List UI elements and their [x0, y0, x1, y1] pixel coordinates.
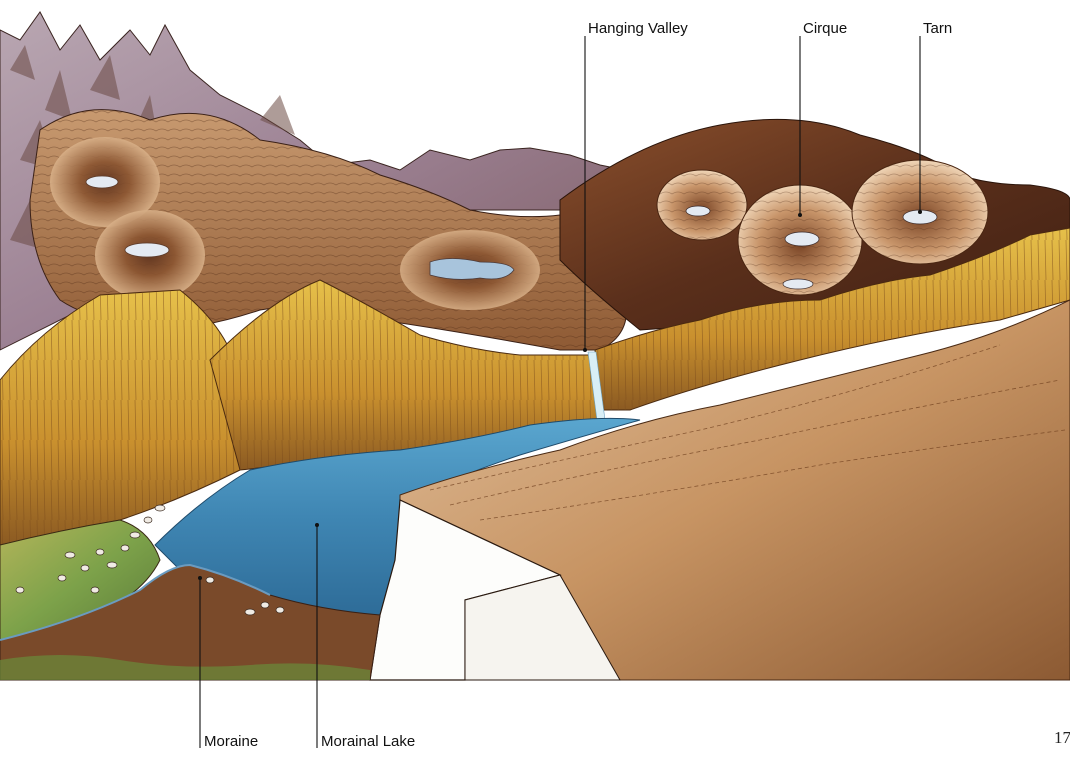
cirque-bowl-3	[400, 230, 540, 310]
label-tarn: Tarn	[923, 21, 952, 36]
label-hanging-valley: Hanging Valley	[588, 21, 688, 36]
label-cirque: Cirque	[803, 21, 847, 36]
cirque-bowl-2	[95, 210, 205, 300]
cirque-upper	[657, 170, 747, 240]
label-moraine: Moraine	[204, 734, 258, 749]
page-number: 17	[1054, 729, 1070, 746]
label-morainal-lake: Morainal Lake	[321, 734, 415, 749]
